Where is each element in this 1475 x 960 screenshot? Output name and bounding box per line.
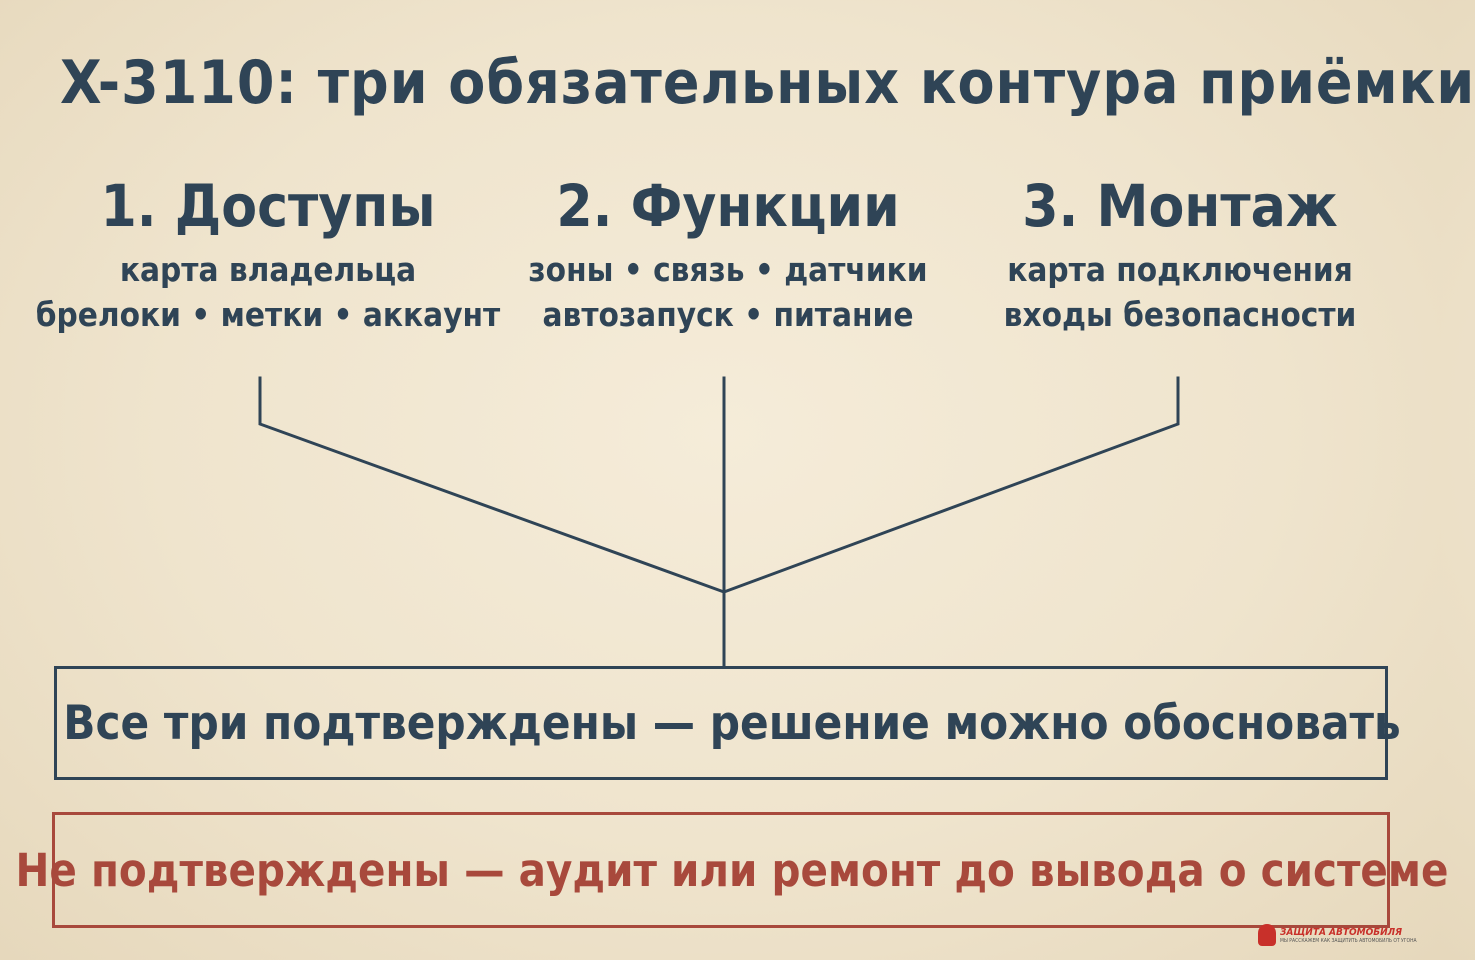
- connector-left: [258, 376, 726, 594]
- branch-functions-line-2: автозапуск • питание: [542, 295, 914, 334]
- branch-access: 1. Доступы карта владельца брелоки • мет…: [8, 172, 528, 334]
- diagram-page: X-3110: три обязательных контура приёмки…: [8, 48, 1475, 950]
- not-confirmed-outcome-text: Не подтверждены — аудит или ремонт до вы…: [15, 843, 1449, 897]
- logo-brand-text: ЗАЩИТА АВТОМОБИЛЯ: [1280, 926, 1403, 938]
- connector-lines: [258, 376, 1180, 668]
- branch-functions-heading: 2. Функции: [556, 172, 900, 240]
- shield-icon: [1258, 924, 1276, 946]
- branch-functions: 2. Функции зоны • связь • датчики автоза…: [468, 172, 988, 334]
- branch-functions-line-1: зоны • связь • датчики: [528, 250, 928, 289]
- branch-installation-line-1: карта подключения: [1007, 250, 1353, 289]
- branch-access-line-1: карта владельца: [119, 250, 417, 289]
- confirmed-outcome-box: Все три подтверждены — решение можно обо…: [54, 666, 1401, 780]
- branch-installation: 3. Монтаж карта подключения входы безопа…: [920, 172, 1440, 334]
- branch-access-line-2: брелоки • метки • аккаунт: [35, 295, 501, 334]
- brand-logo: ЗАЩИТА АВТОМОБИЛЯ МЫ РАССКАЖЕМ КАК ЗАЩИТ…: [1258, 920, 1428, 950]
- branch-access-heading: 1. Доступы: [100, 172, 436, 240]
- connector-right: [722, 376, 1180, 594]
- not-confirmed-outcome-box: Не подтверждены — аудит или ремонт до вы…: [16, 812, 1448, 928]
- diagram-title: X-3110: три обязательных контура приёмки: [60, 48, 1475, 118]
- logo-tagline-text: МЫ РАССКАЖЕМ КАК ЗАЩИТИТЬ АВТОМОБИЛЬ ОТ …: [1280, 937, 1417, 944]
- confirmed-outcome-text: Все три подтверждены — решение можно обо…: [63, 695, 1401, 751]
- branch-installation-line-2: входы безопасности: [1003, 295, 1357, 334]
- branch-installation-heading: 3. Монтаж: [1022, 172, 1338, 240]
